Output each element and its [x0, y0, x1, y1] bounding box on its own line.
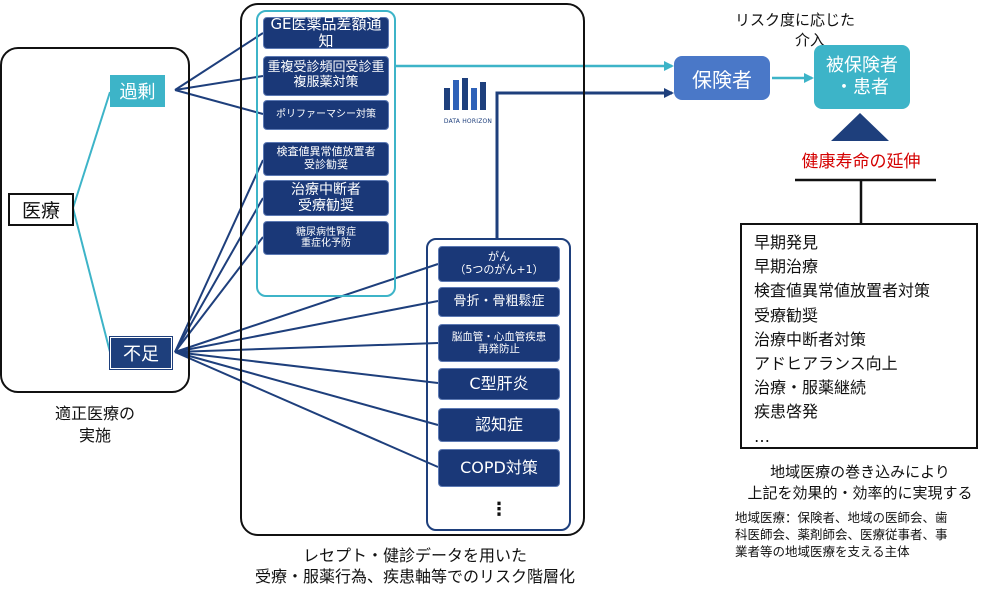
chiiki-iryo-note: 地域医療：保険者、地域の医師会、歯 科医師会、薬剤師会、医療従事者、事 業者等の…: [735, 510, 997, 561]
left-frame: [0, 47, 190, 393]
center-caption: レセプト・健診データを用いた 受療・服薬行為、疾患軸等でのリスク階層化: [200, 546, 630, 588]
teal-item-tounyou: 糖尿病性腎症 重症化予防: [263, 221, 389, 255]
center-caption-line2: 受療・服薬行為、疾患軸等でのリスク階層化: [254, 566, 575, 586]
note-line2: 科医師会、薬剤師会、医療従事者、事: [735, 526, 948, 542]
hihokensha-box: 被保険者 ・患者: [814, 45, 910, 109]
teal-item-polypharmacy-label: ポリファーマシー対策: [276, 109, 376, 121]
navy-item-ckanen-label: C型肝炎: [469, 373, 529, 393]
note-line1: 地域医療：保険者、地域の医師会、歯: [735, 510, 948, 525]
effects-box: 早期発見 早期治療 検査値異常値放置者対策 受療勧奨 治療中断者対策 アドヒアラ…: [740, 223, 978, 449]
navy-item-ninchi: 認知症: [438, 408, 560, 442]
effect-item: 早期発見: [754, 233, 819, 252]
risk-intervention-label: リスク度に応じた 介入: [715, 10, 875, 51]
right-caption: 地域医療の巻き込みにより 上記を効果的・効率的に実現する: [725, 462, 995, 504]
effect-item: 検査値異常値放置者対策: [754, 281, 931, 301]
navy-item-gan: がん （5つのがん+1）: [438, 246, 560, 282]
left-caption-line1: 適正医療の: [54, 404, 135, 423]
data-horizon-logo-icon: [444, 78, 486, 110]
navy-item-ckanen: C型肝炎: [438, 368, 560, 400]
up-triangle: [831, 113, 889, 141]
center-caption-line1: レセプト・健診データを用いた: [302, 546, 527, 565]
teal-item-tounyou-label: 糖尿病性腎症 重症化予防: [296, 226, 356, 250]
teal-item-juufuku: 重複受診頻回受診重 複服薬対策: [263, 56, 389, 96]
effect-item: 早期治療: [754, 257, 819, 277]
navy-item-copd-label: COPD対策: [460, 457, 538, 477]
data-horizon-logo-text: DATA HORIZON: [443, 118, 493, 125]
fusoku-box: 不足: [109, 336, 173, 370]
kajo-box: 過剰: [110, 75, 165, 107]
navy-item-kossetsu: 骨折・骨粗鬆症: [438, 287, 560, 317]
navy-item-ninchi-label: 認知症: [474, 414, 523, 434]
effect-item: アドヒアランス向上: [754, 354, 898, 374]
effect-item: …: [754, 426, 770, 446]
navy-more-ellipsis: ⋮: [490, 498, 508, 520]
teal-item-kensa: 検査値異常値放置者 受診勧奨: [263, 142, 389, 176]
effect-item: 治療中断者対策: [754, 329, 867, 349]
teal-item-chuudan-label: 治療中断者 受療勧奨: [291, 181, 361, 214]
teal-item-ge-label: GE医薬品差額通知: [270, 14, 382, 50]
risk-label-line1: リスク度に応じた: [734, 11, 855, 29]
right-caption-line2: 上記を効果的・効率的に実現する: [747, 484, 973, 502]
kenkou-jumyou-label: 健康寿命の延伸: [801, 151, 921, 172]
data-horizon-logo: DATA HORIZON: [438, 76, 498, 125]
branch-lines: [72, 91, 111, 353]
navy-item-gan-label: がん （5つのがん+1）: [454, 250, 544, 276]
right-caption-line1: 地域医療の巻き込みにより: [770, 463, 950, 481]
iryo-box: 医療: [8, 193, 74, 226]
teal-item-chuudan: 治療中断者 受療勧奨: [263, 180, 389, 216]
note-line3: 業者等の地域医療を支える主体: [735, 543, 910, 559]
navy-item-kossetsu-label: 骨折・骨粗鬆症: [453, 293, 545, 309]
effect-item: 受療勧奨: [754, 305, 819, 325]
teal-item-juufuku-label: 重複受診頻回受診重 複服薬対策: [267, 60, 385, 90]
left-caption: 適正医療の 実施: [20, 403, 170, 446]
effect-item: 疾患啓発: [754, 402, 819, 422]
hihokensha-line2: ・患者: [835, 77, 889, 98]
navy-item-noukekkan-label: 脳血管・心血管疾患 再発防止: [451, 330, 547, 355]
navy-group: [426, 238, 571, 531]
navy-item-noukekkan: 脳血管・心血管疾患 再発防止: [438, 324, 560, 362]
teal-group: [256, 10, 396, 297]
hihokensha-line1: 被保険者: [826, 54, 898, 76]
left-caption-line2: 実施: [78, 425, 111, 445]
risk-label-line2: 介入: [794, 31, 825, 50]
teal-item-ge: GE医薬品差額通知: [263, 14, 389, 50]
teal-item-polypharmacy: ポリファーマシー対策: [263, 100, 389, 130]
center-frame: [240, 3, 585, 536]
teal-item-kensa-label: 検査値異常値放置者 受診勧奨: [276, 145, 376, 171]
hokensha-box: 保険者: [674, 56, 770, 100]
effect-item: 治療・服薬継続: [754, 378, 867, 398]
navy-item-copd: COPD対策: [438, 449, 560, 487]
